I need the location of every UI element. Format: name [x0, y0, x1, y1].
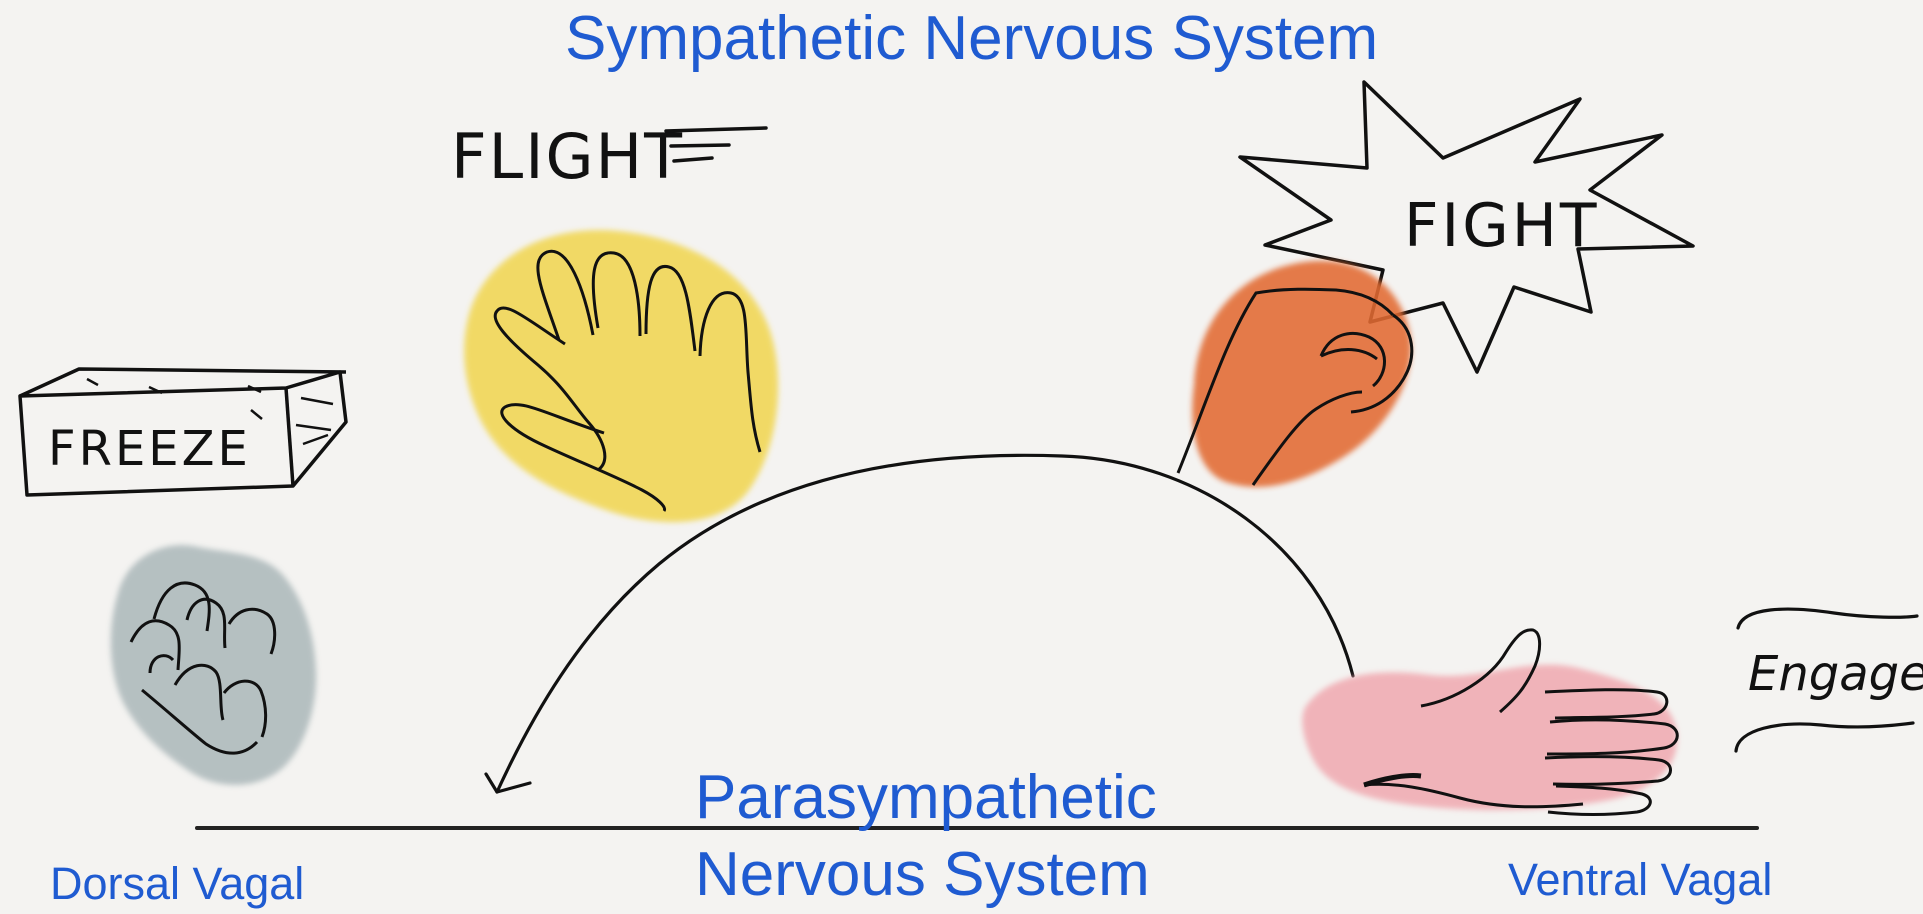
engage-open-hand-icon	[1302, 630, 1677, 815]
fight-sketch-label: FIGHT	[1404, 191, 1599, 261]
freeze-sketch-label: FREEZE	[48, 421, 251, 477]
dorsal-vagal-label: Dorsal Vagal	[50, 861, 304, 906]
ventral-vagal-label: Ventral Vagal	[1508, 857, 1772, 902]
engage-sketch-sign: Engage	[1736, 609, 1923, 751]
state-arc-arrowhead	[486, 774, 530, 792]
fight-fist-icon	[1178, 261, 1412, 487]
parasympathetic-title-line-1: Parasympathetic	[695, 760, 1157, 837]
freeze-box-sketch: FREEZE	[20, 369, 346, 495]
sympathetic-title: Sympathetic Nervous System	[565, 8, 1378, 70]
flight-sketch-label: FLIGHT	[451, 120, 684, 193]
engage-sketch-label: Engage	[1748, 646, 1923, 702]
flight-sketch-label-group: FLIGHT	[451, 120, 766, 193]
parasympathetic-title-line-2: Nervous System	[695, 837, 1157, 914]
flight-open-hand-icon	[464, 230, 778, 522]
freeze-clawed-hand-icon	[111, 545, 316, 785]
parasympathetic-title: Parasympathetic Nervous System	[695, 760, 1157, 914]
